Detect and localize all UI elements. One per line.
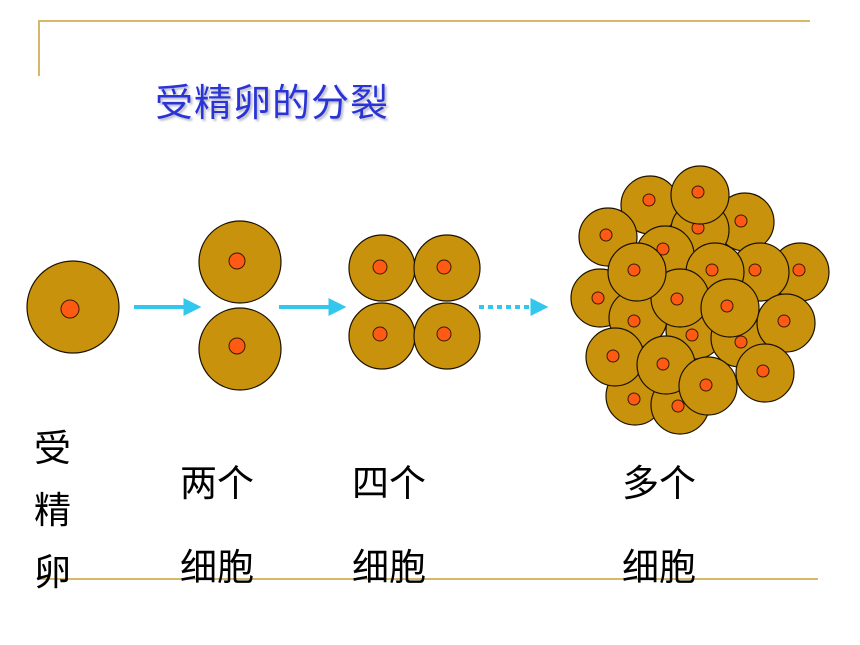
cell-nucleus [656,357,670,371]
label-two-cells: 两个 细胞 [180,442,254,610]
top-rule [38,20,810,22]
label-two-cells-line-2: 细胞 [180,546,254,589]
label-zygote-line-2: 精 [34,489,71,532]
cell [650,268,710,328]
label-four-cells-line-1: 四个 [352,462,426,505]
cell-nucleus [756,364,770,378]
bottom-rule [38,578,818,580]
cell-nucleus [372,259,388,275]
cell-nucleus [748,263,762,277]
cell [348,302,416,370]
cell [198,307,282,391]
stage-four-cells [348,234,481,370]
cell-nucleus [734,214,748,228]
label-zygote-line-3: 卵 [34,551,71,594]
stage-two-cells [198,220,282,391]
label-zygote: 受 精 卵 [34,418,71,604]
label-many-cells-line-2: 细胞 [622,546,696,589]
cell-nucleus [734,335,748,349]
stage-zygote-cells [26,260,120,354]
cell [585,327,645,387]
cell [735,343,795,403]
cell-nucleus [670,292,684,306]
cell [413,302,481,370]
cell-nucleus [792,263,806,277]
cell-nucleus [705,263,719,277]
cell-nucleus [591,291,605,305]
cell [26,260,120,354]
cell-nucleus [599,228,613,242]
cell-nucleus [691,185,705,199]
cell [607,242,667,302]
label-many-cells-line-1: 多个 [622,462,696,505]
cell [620,175,680,235]
cell-nucleus [627,314,641,328]
cell-nucleus [228,337,246,355]
slide-title: 受精卵的分裂 [155,81,390,125]
cell-nucleus [228,252,246,270]
cell [198,220,282,304]
label-many-cells: 多个 细胞 [622,442,696,610]
cell-nucleus [627,392,641,406]
cell-nucleus [656,242,670,256]
cell [670,165,730,225]
cell-nucleus [627,263,641,277]
cell-nucleus [699,378,713,392]
cell [413,234,481,302]
cell [756,293,816,353]
label-four-cells: 四个 细胞 [352,442,426,610]
cell [348,234,416,302]
cell-nucleus [436,326,452,342]
cell [678,356,738,416]
cell-nucleus [436,259,452,275]
label-zygote-line-1: 受 [34,427,71,470]
cell-nucleus [642,193,656,207]
cell [700,278,760,338]
cell-nucleus [60,299,80,319]
cell-nucleus [606,349,620,363]
cell-nucleus [777,314,791,328]
label-two-cells-line-1: 两个 [180,462,254,505]
cell-nucleus [685,328,699,342]
stage-many-cells [570,165,830,435]
label-four-cells-line-2: 细胞 [352,546,426,589]
left-rule [38,20,40,76]
cell-nucleus [720,299,734,313]
cell-nucleus [671,399,685,413]
cell-nucleus [372,326,388,342]
